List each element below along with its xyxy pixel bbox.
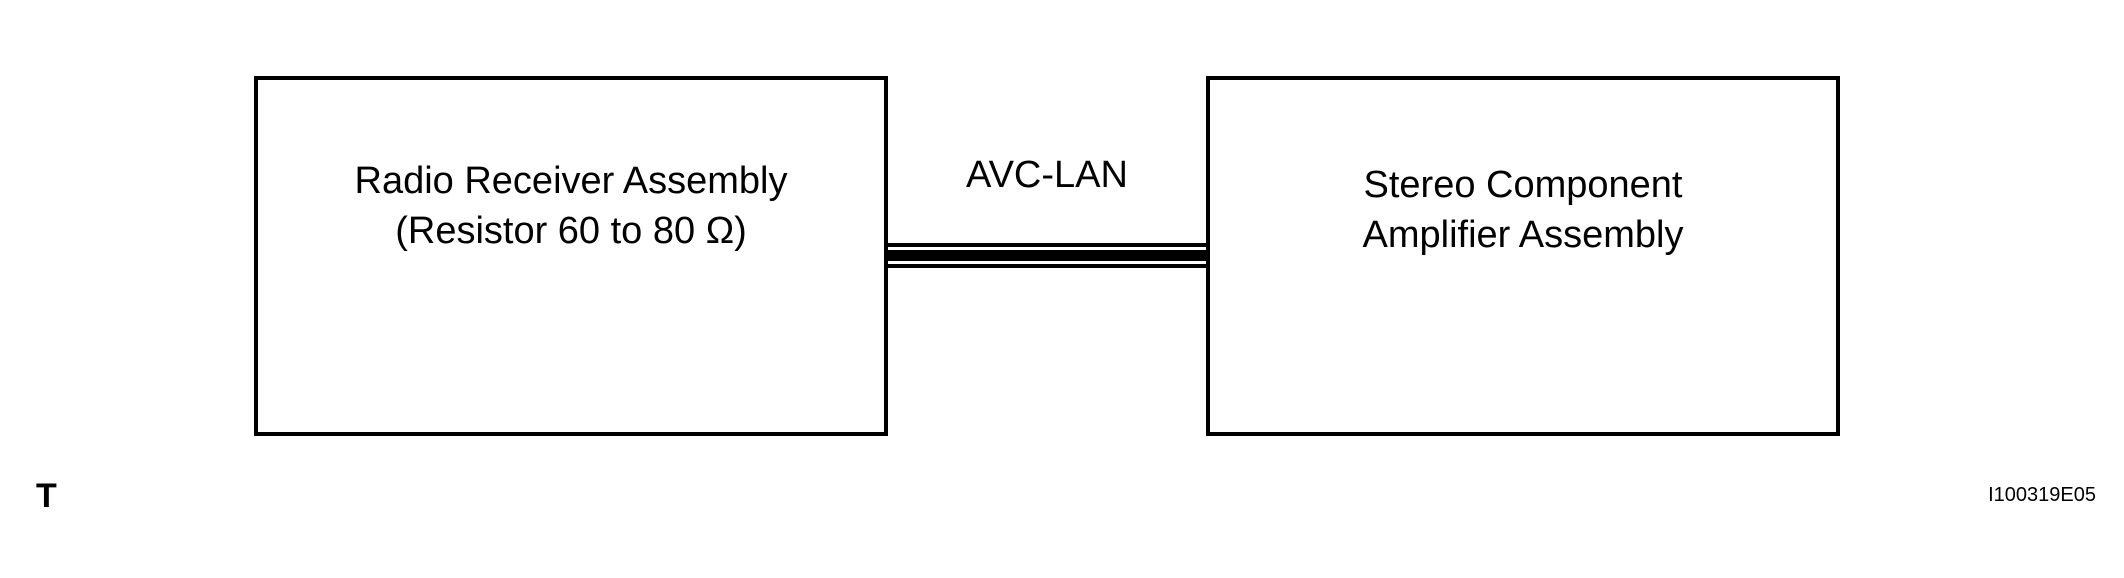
connector-line-middle (884, 250, 1210, 261)
radio-receiver-label-line1: Radio Receiver Assembly (354, 160, 788, 202)
radio-receiver-assembly-box: Radio Receiver Assembly (Resistor 60 to … (254, 76, 888, 436)
stereo-component-amplifier-box: Stereo Component Amplifier Assembly (1206, 76, 1840, 436)
figure-code: I100319E05 (1988, 484, 2096, 506)
corner-letter: T (36, 477, 57, 515)
radio-receiver-label-line2: (Resistor 60 to 80 Ω) (395, 210, 747, 252)
stereo-amplifier-label-line2: Amplifier Assembly (1362, 214, 1684, 256)
stereo-amplifier-label-line1: Stereo Component (1363, 164, 1683, 206)
connector-line-bottom (884, 264, 1210, 268)
stereo-component-amplifier-label: Stereo Component Amplifier Assembly (1210, 160, 1836, 260)
avc-lan-connector (884, 240, 1210, 270)
avc-lan-label: AVC-LAN (966, 154, 1128, 196)
radio-receiver-assembly-label: Radio Receiver Assembly (Resistor 60 to … (258, 156, 884, 256)
connector-line-top (884, 243, 1210, 247)
